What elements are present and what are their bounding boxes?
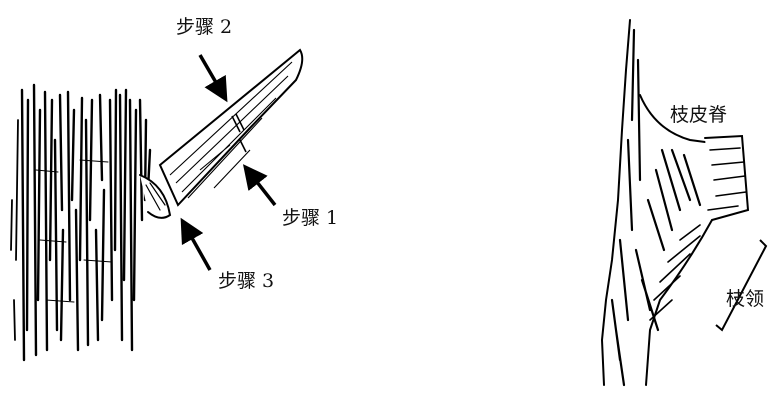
tree-trunk-right [600,19,750,387]
cut-branch [158,48,304,207]
step1-label: 步骤 1 [282,207,338,229]
branch-collar-label: 枝领 [726,288,764,310]
step3-label: 步骤 3 [218,270,274,292]
tree-trunk-left [10,83,172,362]
step2-label: 步骤 2 [176,16,232,38]
arrow-step3 [180,217,212,271]
arrow-step2 [198,54,228,103]
arrow-step1 [242,164,277,207]
branch-bark-ridge-label: 枝皮脊 [670,104,727,126]
collar-bracket [715,239,768,332]
